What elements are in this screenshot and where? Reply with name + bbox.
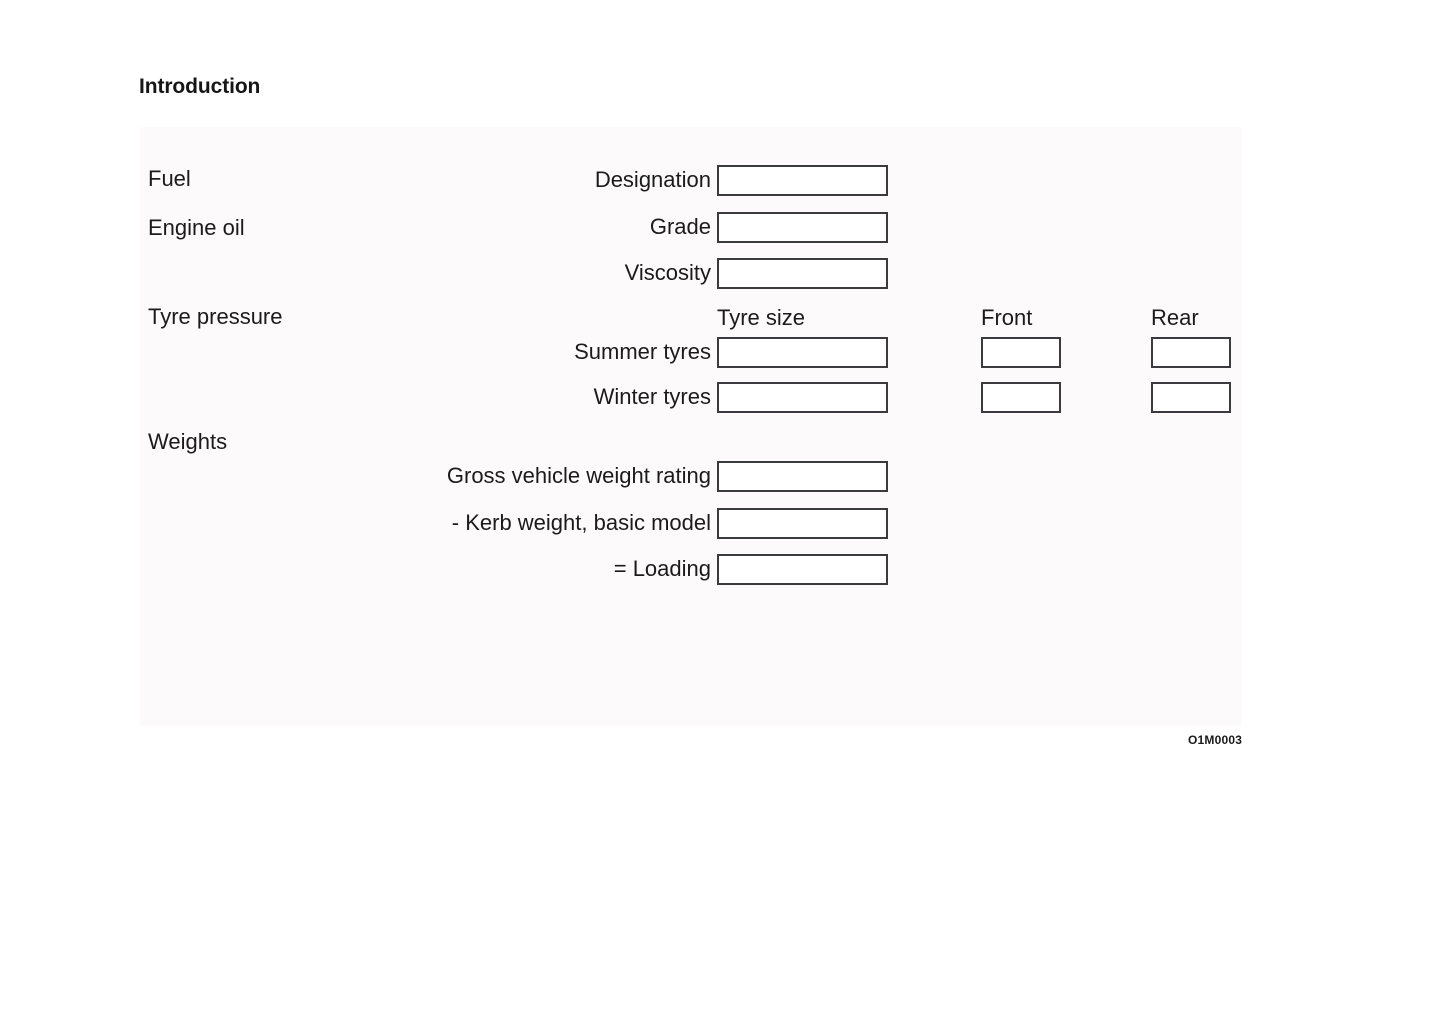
field-label-summer-tyres: Summer tyres bbox=[574, 339, 711, 364]
section-label-fuel: Fuel bbox=[148, 166, 191, 191]
winter-tyres-front-input[interactable] bbox=[981, 382, 1061, 413]
kerb-weight-input[interactable] bbox=[717, 508, 888, 539]
winter-tyres-size-input[interactable] bbox=[717, 382, 888, 413]
summer-tyres-front-input[interactable] bbox=[981, 337, 1061, 368]
field-label-gross-vehicle-weight-rating: Gross vehicle weight rating bbox=[446, 463, 711, 488]
section-label-engine-oil: Engine oil bbox=[148, 215, 245, 240]
field-label-loading: = Loading bbox=[613, 556, 711, 581]
field-label-viscosity: Viscosity bbox=[624, 260, 711, 285]
column-header-rear: Rear bbox=[1151, 305, 1199, 330]
summer-tyres-size-input[interactable] bbox=[717, 337, 888, 368]
column-header-front: Front bbox=[981, 305, 1033, 330]
field-label-winter-tyres: Winter tyres bbox=[593, 384, 711, 409]
viscosity-input[interactable] bbox=[717, 258, 888, 289]
field-label-grade: Grade bbox=[649, 214, 711, 239]
designation-input[interactable] bbox=[717, 165, 888, 196]
figure-reference-code: O1M0003 bbox=[1188, 733, 1243, 747]
field-label-designation: Designation bbox=[594, 167, 711, 192]
grade-input[interactable] bbox=[717, 212, 888, 243]
specification-form-panel: Fuel Engine oil Tyre pressure Weights De… bbox=[140, 127, 1242, 726]
winter-tyres-rear-input[interactable] bbox=[1151, 382, 1231, 413]
loading-input[interactable] bbox=[717, 554, 888, 585]
field-label-kerb-weight: - Kerb weight, basic model bbox=[451, 510, 711, 535]
gross-vehicle-weight-rating-input[interactable] bbox=[717, 461, 888, 492]
page-title: Introduction bbox=[139, 75, 261, 98]
section-label-weights: Weights bbox=[148, 429, 228, 454]
section-label-tyre-pressure: Tyre pressure bbox=[148, 304, 283, 329]
summer-tyres-rear-input[interactable] bbox=[1151, 337, 1231, 368]
column-header-tyre-size: Tyre size bbox=[717, 305, 806, 330]
